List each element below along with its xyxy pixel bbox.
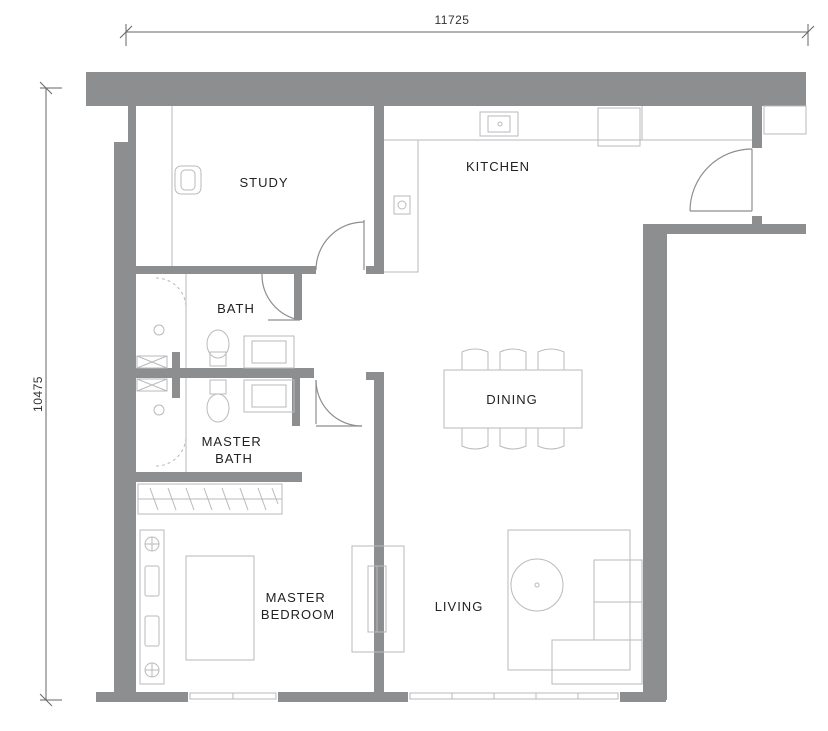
sink-icon [479,111,519,137]
wardrobe [137,483,283,515]
dining-set [443,348,583,450]
bath-fixtures [136,274,295,472]
room-label-master-bedroom: MASTER BEDROOM [261,590,335,622]
windows [189,105,807,700]
drain-icon [153,404,165,416]
room-label-living: LIVING [435,599,484,614]
living-furniture [507,529,643,685]
dining-table-icon [443,369,583,429]
height-dimension: 10475 [31,81,62,707]
toilet-icon [209,379,227,395]
tv-console-icon [351,545,405,653]
bed-icon [185,555,255,661]
room-label-master-bath: MASTER BATH [202,434,267,466]
width-dimension-label: 11725 [435,13,470,27]
room-labels: STUDY KITCHEN BATH MASTER BATH DINING MA… [202,159,538,622]
room-label-study: STUDY [239,175,288,190]
coffee-table-icon [510,558,564,612]
rug-icon [507,529,631,671]
room-label-kitchen: KITCHEN [466,159,530,174]
basin-icon [243,335,295,369]
bedroom-furniture [139,529,405,685]
drain-icon [153,324,165,336]
walls [86,72,806,702]
study-furniture [171,106,202,266]
kitchen-fixtures [384,106,752,273]
room-label-dining: DINING [486,392,538,407]
height-dimension-label: 10475 [31,376,45,412]
room-label-bath: BATH [217,301,255,316]
basin-icon [243,379,295,413]
toilet-icon [209,351,227,367]
sofa-icon [593,559,643,641]
width-dimension: 11725 [119,13,815,46]
fridge-icon [597,107,641,147]
doors [155,148,753,467]
stove-icon [393,195,411,215]
chair-icon [174,165,202,195]
lounge-chair-icon [551,639,643,685]
